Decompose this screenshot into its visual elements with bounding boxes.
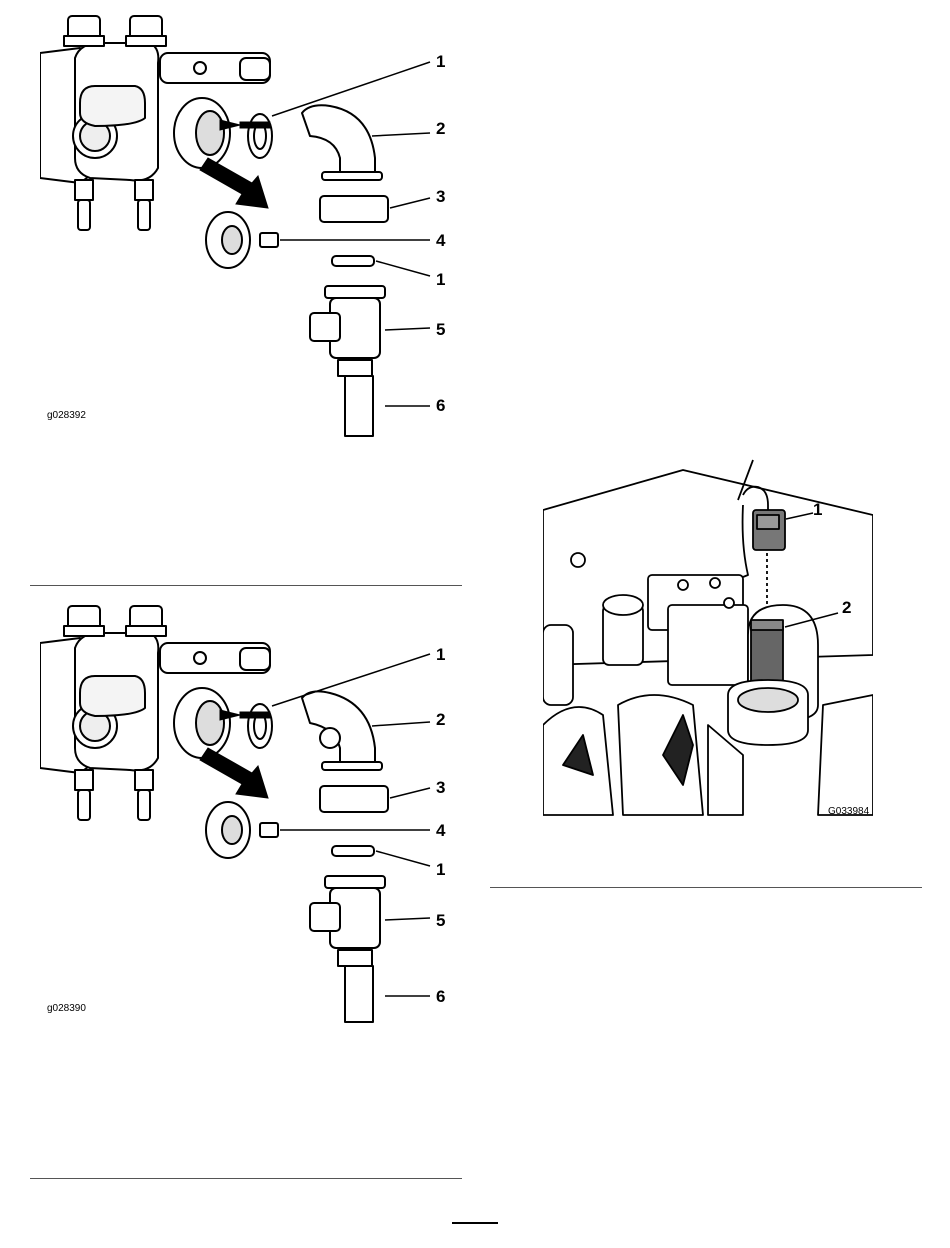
divider-right xyxy=(490,887,922,888)
callout-fig2-6: 6 xyxy=(436,987,445,1007)
callout-fig3-1: 1 xyxy=(813,500,822,520)
callout-fig1-4: 4 xyxy=(436,231,445,251)
callout-fig2-1b: 1 xyxy=(436,860,445,880)
callout-fig2-2: 2 xyxy=(436,710,445,730)
divider-left-2 xyxy=(30,1178,462,1179)
callout-fig1-5: 5 xyxy=(436,320,445,340)
callout-fig1-2: 2 xyxy=(436,119,445,139)
callout-fig2-3: 3 xyxy=(436,778,445,798)
figure-sensor-connector xyxy=(543,455,873,820)
divider-left-1 xyxy=(30,585,462,586)
figure-valve-assembly-2 xyxy=(40,598,460,1028)
callout-fig1-3: 3 xyxy=(436,187,445,207)
figure-code-1: g028392 xyxy=(47,410,86,421)
figure-valve-assembly-1 xyxy=(40,8,460,438)
callout-fig1-6: 6 xyxy=(436,396,445,416)
figure-code-2: g028390 xyxy=(47,1003,86,1014)
valve-assembly-illustration-2 xyxy=(40,598,460,1028)
figure-code-3: G033984 xyxy=(828,806,869,817)
callout-fig2-4: 4 xyxy=(436,821,445,841)
valve-assembly-illustration xyxy=(40,8,460,438)
callout-fig3-2: 2 xyxy=(842,598,851,618)
sensor-connector-illustration xyxy=(543,455,873,820)
callout-fig2-5: 5 xyxy=(436,911,445,931)
page-number-rule xyxy=(452,1222,498,1224)
callout-fig1-1: 1 xyxy=(436,52,445,72)
callout-fig2-1: 1 xyxy=(436,645,445,665)
callout-fig1-1b: 1 xyxy=(436,270,445,290)
